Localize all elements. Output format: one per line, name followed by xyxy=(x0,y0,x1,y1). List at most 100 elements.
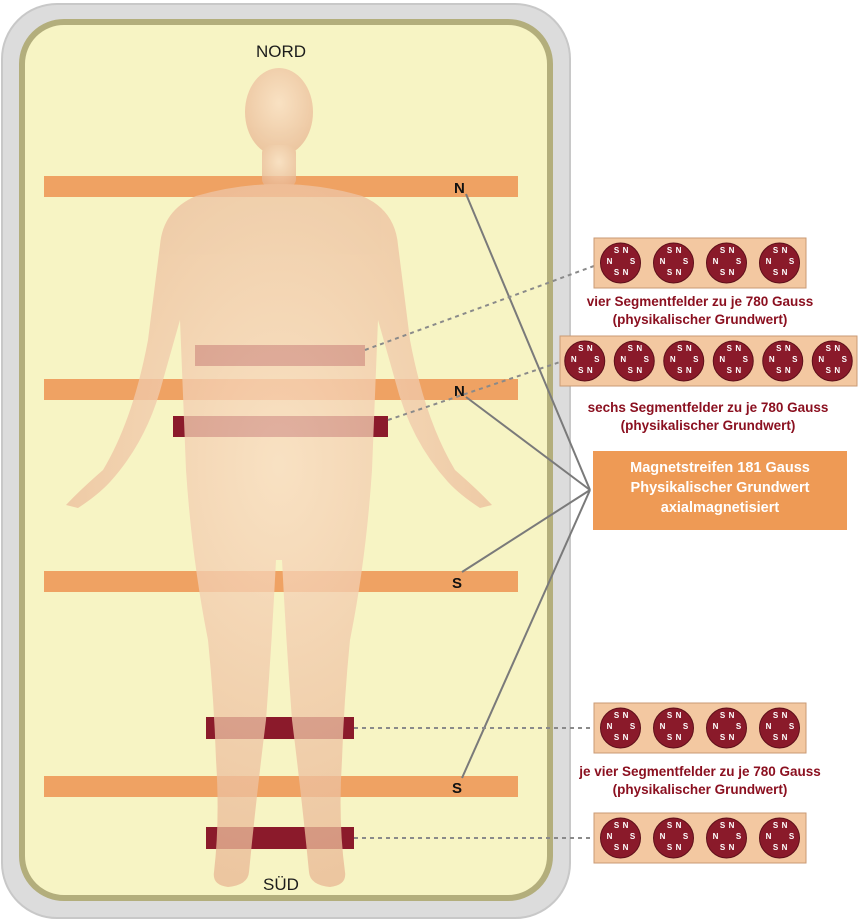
magnet-pole-letter: N xyxy=(818,355,824,364)
magnet-pole-letter: S xyxy=(842,355,848,364)
magnet-pole-letter: N xyxy=(676,821,682,830)
magnet-strip-3 xyxy=(44,571,518,592)
magnet-pole-letter: N xyxy=(623,733,629,742)
panel-1-caption-line-2: (physikalischer Grundwert) xyxy=(613,312,788,327)
magnet-pole-letter: S xyxy=(667,733,673,742)
magnet-pole-letter: N xyxy=(587,366,593,375)
magnet-pole-letter: N xyxy=(782,246,788,255)
magnet-pole-letter: N xyxy=(587,344,593,353)
magnet-pole-letter: N xyxy=(686,344,692,353)
magnet-pole-letter: N xyxy=(785,366,791,375)
magnet-pole-letter: N xyxy=(766,722,772,731)
magnet-pole-letter: S xyxy=(693,355,699,364)
magnet-pole-letter: S xyxy=(736,257,742,266)
magnet-pole-letter: S xyxy=(773,843,779,852)
magnet-pole-letter: N xyxy=(571,355,577,364)
magnet-pole-letter: S xyxy=(630,257,636,266)
magnet-pole-letter: S xyxy=(720,821,726,830)
magnet-pole-letter: N xyxy=(769,355,775,364)
magnet-pole-letter: S xyxy=(683,257,689,266)
magnet-pole-letter: N xyxy=(834,344,840,353)
magnet-pole-letter: S xyxy=(720,733,726,742)
panel-2-caption-line-2: (physikalischer Grundwert) xyxy=(621,418,796,433)
magnet-pole-letter: S xyxy=(776,366,782,375)
magnet-pole-letter: N xyxy=(729,821,735,830)
magnet-pole-letter: N xyxy=(636,344,642,353)
magnet-pole-letter: S xyxy=(594,355,600,364)
magnet-pole-letter: N xyxy=(676,711,682,720)
magnet-pole-letter: N xyxy=(660,257,666,266)
magnet-pole-letter: N xyxy=(620,355,626,364)
magnet-pole-letter: N xyxy=(660,722,666,731)
magnet-pole-letter: N xyxy=(676,733,682,742)
magnet-pole-letter: N xyxy=(623,843,629,852)
magnet-panel-1: SNNSSNSNNSSNSNNSSNSNNSSN xyxy=(594,238,806,288)
panel-2-caption-line-1: sechs Segmentfelder zu je 780 Gauss xyxy=(588,400,829,415)
magnet-pole-letter: N xyxy=(607,722,613,731)
magnet-pole-letter: N xyxy=(713,832,719,841)
magnet-pole-letter: S xyxy=(792,355,798,364)
magnet-pole-letter: S xyxy=(630,832,636,841)
magnet-pole-letter: N xyxy=(686,366,692,375)
magnet-pole-letter: S xyxy=(630,722,636,731)
magnet-pole-letter: S xyxy=(677,344,683,353)
magnet-pole-letter: N xyxy=(636,366,642,375)
magnet-pole-letter: S xyxy=(736,722,742,731)
magnet-pole-letter: S xyxy=(614,733,620,742)
magnet-disc: SNNSSN xyxy=(565,341,605,381)
magnet-pole-letter: S xyxy=(773,268,779,277)
magnet-pole-letter: N xyxy=(782,268,788,277)
magnet-pole-letter: N xyxy=(729,711,735,720)
magnet-pole-letter: N xyxy=(713,722,719,731)
north-label: NORD xyxy=(256,42,306,61)
magnet-disc: SNNSSN xyxy=(707,818,747,858)
strip-pole-4: S xyxy=(452,780,462,797)
magnet-pole-letter: S xyxy=(773,821,779,830)
magnet-pole-letter: N xyxy=(782,711,788,720)
magnet-pole-letter: S xyxy=(614,246,620,255)
magnet-pole-letter: N xyxy=(623,821,629,830)
magnet-pole-letter: S xyxy=(736,832,742,841)
magnet-panel-4: SNNSSNSNNSSNSNNSSNSNNSSN xyxy=(594,813,806,863)
magnet-pole-letter: N xyxy=(676,246,682,255)
shared-caption-line-1: je vier Segmentfelder zu je 780 Gauss xyxy=(578,764,821,779)
magnet-disc: SNNSSN xyxy=(654,243,694,283)
magnet-pole-letter: N xyxy=(623,246,629,255)
magnet-pole-letter: N xyxy=(670,355,676,364)
magnet-disc: SNNSSN xyxy=(601,708,641,748)
magnet-pole-letter: S xyxy=(683,832,689,841)
magnet-pole-letter: S xyxy=(720,843,726,852)
magnet-pole-letter: S xyxy=(789,832,795,841)
magnet-pole-letter: N xyxy=(623,711,629,720)
magnet-strip-4 xyxy=(44,776,518,797)
magnet-pole-letter: S xyxy=(614,711,620,720)
strip-pole-3: S xyxy=(452,575,462,592)
magnet-pole-letter: S xyxy=(720,246,726,255)
info-box: Magnetstreifen 181 Gauss Physikalischer … xyxy=(593,451,847,530)
magnet-pole-letter: S xyxy=(628,366,634,375)
strip-pole-2: N xyxy=(454,383,465,400)
magnet-pole-letter: S xyxy=(826,366,832,375)
magnet-pole-letter: N xyxy=(785,344,791,353)
magnet-pole-letter: S xyxy=(614,821,620,830)
south-label: SÜD xyxy=(263,875,299,894)
magnet-pole-letter: N xyxy=(782,733,788,742)
magnet-pole-letter: N xyxy=(735,344,741,353)
magnet-pole-letter: S xyxy=(826,344,832,353)
magnet-pole-letter: S xyxy=(773,733,779,742)
magnet-pole-letter: N xyxy=(782,821,788,830)
magnet-pole-letter: S xyxy=(677,366,683,375)
magnet-pole-letter: S xyxy=(789,722,795,731)
magnet-pole-letter: N xyxy=(766,257,772,266)
